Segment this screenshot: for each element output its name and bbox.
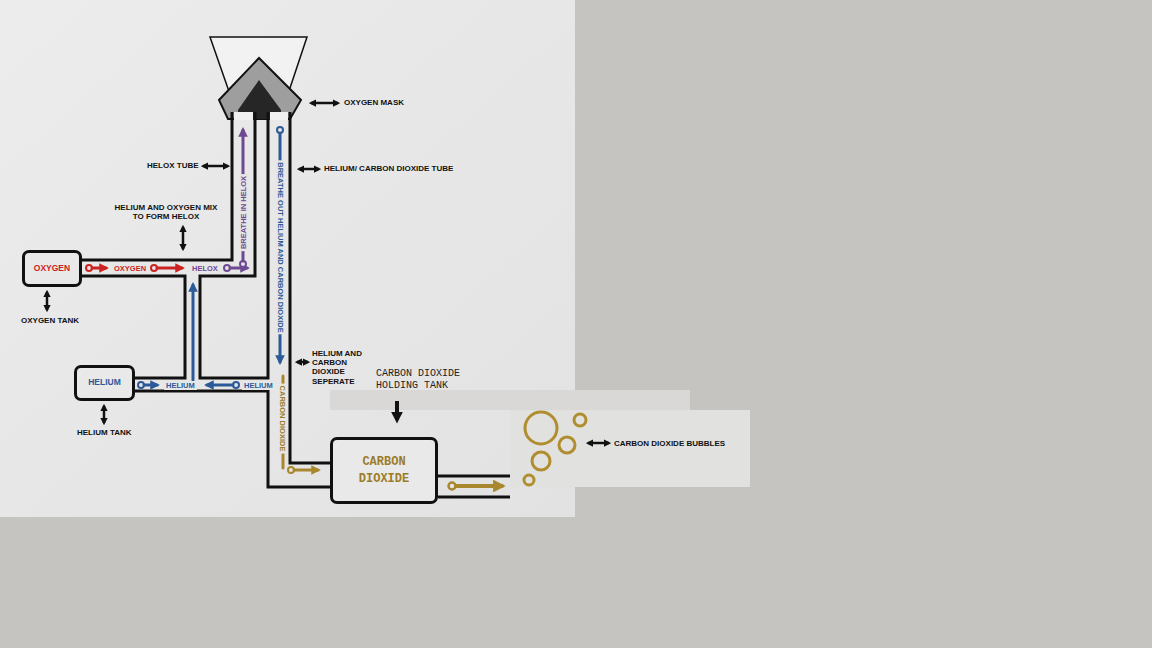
flow-arrows bbox=[294, 469, 318, 472]
pipe-walls bbox=[438, 496, 510, 499]
part-label: CARBON DIOXIDE HOLDING TANK bbox=[376, 368, 480, 392]
flow-arrows bbox=[283, 376, 502, 490]
leader-arrows bbox=[299, 168, 319, 171]
flow-label: BREATHE IN HELOX bbox=[239, 174, 248, 251]
flow-label: CARBON DIOXIDE bbox=[278, 384, 287, 454]
flow-arrows bbox=[86, 127, 502, 490]
flow-label: HELIUM bbox=[164, 381, 197, 390]
leader-arrows bbox=[311, 102, 338, 105]
pipe-walls bbox=[200, 112, 268, 378]
carbon-dioxide-bubbles bbox=[559, 437, 575, 453]
background bbox=[0, 0, 575, 517]
part-label: OXYGEN TANK bbox=[21, 316, 79, 325]
part-label: HELOX TUBE bbox=[147, 161, 199, 170]
flow-label: OXYGEN bbox=[112, 264, 148, 273]
leader-arrows bbox=[395, 401, 399, 420]
leader-arrows bbox=[203, 165, 228, 168]
note-label: HELIUM AND OXYGEN MIX TO FORM HELOX bbox=[114, 203, 218, 221]
pipe-walls bbox=[82, 112, 232, 260]
background bbox=[330, 390, 690, 410]
flow-arrows bbox=[138, 127, 283, 388]
carbon-dioxide-tank: CARBON DIOXIDE bbox=[330, 437, 438, 504]
flow-arrows bbox=[144, 384, 157, 387]
node-label: HELIUM bbox=[88, 378, 121, 388]
node-label: OXYGEN bbox=[34, 264, 70, 274]
flow-label: HELIUM bbox=[242, 381, 275, 390]
leader-arrows bbox=[297, 361, 308, 364]
pipe-walls bbox=[135, 391, 330, 487]
leader-arrows bbox=[47, 103, 609, 443]
leader-arrows bbox=[182, 227, 185, 249]
helium-tank: HELIUM bbox=[74, 365, 135, 401]
leader-arrows bbox=[46, 292, 49, 310]
pipe-walls bbox=[82, 112, 510, 497]
pipe-walls bbox=[82, 276, 185, 378]
carbon-dioxide-bubbles bbox=[525, 412, 557, 444]
part-label: OXYGEN MASK bbox=[344, 98, 404, 107]
carbon-dioxide-bubbles bbox=[524, 412, 586, 485]
oxygen-tank: OXYGEN bbox=[22, 250, 82, 287]
flow-label: BREATHE OUT HELIUM AND CARBON DIOXIDE bbox=[276, 160, 285, 334]
pipe-walls bbox=[438, 475, 510, 478]
oxygen-mask bbox=[270, 112, 288, 120]
carbon-dioxide-bubbles bbox=[532, 452, 550, 470]
part-label: HELIUM/ CARBON DIOXIDE TUBE bbox=[324, 164, 453, 173]
flow-arrows bbox=[207, 384, 233, 387]
flow-arrows bbox=[92, 267, 106, 270]
background bbox=[510, 410, 750, 487]
background bbox=[0, 0, 750, 517]
leader-arrows bbox=[103, 406, 106, 423]
flow-arrows bbox=[157, 267, 182, 270]
part-label: CARBON DIOXIDE BUBBLES bbox=[614, 439, 725, 448]
oxygen-mask bbox=[234, 112, 253, 120]
flow-arrows bbox=[192, 285, 195, 380]
oxygen-mask bbox=[210, 37, 307, 120]
carbon-dioxide-bubbles bbox=[524, 475, 534, 485]
note-label: HELIUM AND CARBON DIOXIDE SEPERATE bbox=[312, 349, 378, 386]
carbon-dioxide-bubbles bbox=[574, 414, 586, 426]
oxygen-mask bbox=[219, 58, 301, 119]
flow-arrows bbox=[456, 484, 502, 488]
node-label: CARBON DIOXIDE bbox=[344, 454, 424, 488]
part-label: HELIUM TANK bbox=[77, 428, 132, 437]
flow-label: HELOX bbox=[190, 264, 220, 273]
leader-arrows bbox=[588, 442, 609, 445]
